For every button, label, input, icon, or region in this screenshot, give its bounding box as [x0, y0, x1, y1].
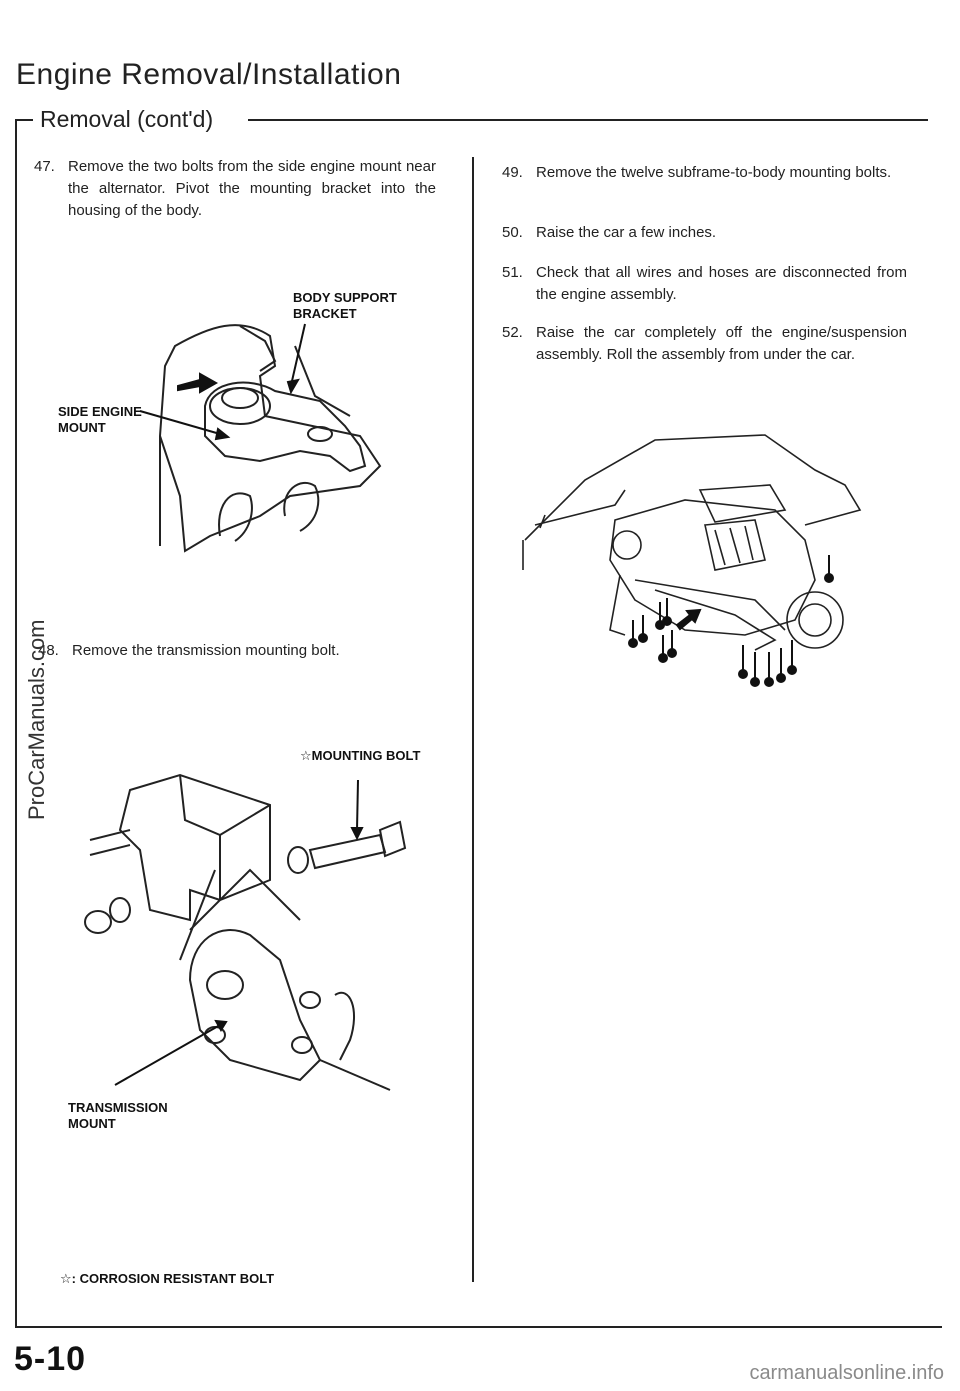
page-title: Engine Removal/Installation	[16, 58, 402, 91]
transmission-mount-illustration	[84, 773, 407, 1091]
step-48: 48. Remove the transmission mounting bol…	[38, 640, 438, 662]
step-51: 51. Check that all wires and hoses are d…	[502, 262, 907, 306]
step-text: Raise the car completely off the engine/…	[536, 324, 907, 363]
step-number: 51.	[502, 264, 523, 281]
step-49: 49. Remove the twelve subframe-to-body m…	[502, 162, 907, 184]
bottom-watermark: carmanualsonline.info	[749, 1362, 944, 1384]
label-mounting-bolt: ☆MOUNTING BOLT	[300, 748, 421, 763]
column-divider	[472, 157, 474, 1282]
step-50: 50. Raise the car a few inches.	[502, 222, 907, 244]
side-watermark: ProCarManuals.com	[24, 619, 49, 820]
engine-assembly-figure	[515, 430, 875, 700]
section-subtitle: Removal (cont'd)	[40, 106, 214, 132]
frame-left-border	[15, 119, 17, 1327]
step-text: Remove the twelve subframe-to-body mount…	[536, 164, 892, 181]
engine-assembly-illustration	[522, 434, 862, 687]
step-number: 48.	[38, 642, 59, 659]
step-text: Check that all wires and hoses are disco…	[536, 264, 907, 303]
frame-bottom-border	[15, 1326, 942, 1328]
page-number: 5-10	[14, 1340, 87, 1378]
step-47: 47. Remove the two bolts from the side e…	[34, 156, 436, 222]
step-52: 52. Raise the car completely off the eng…	[502, 322, 907, 366]
corrosion-resistant-footnote: ☆: CORROSION RESISTANT BOLT	[60, 1271, 275, 1286]
label-body-support-bracket: BODY SUPPORT BRACKET	[293, 290, 397, 321]
step-number: 50.	[502, 224, 523, 241]
transmission-mount-figure	[70, 760, 440, 1100]
step-text: Remove the transmission mounting bolt.	[72, 642, 340, 659]
frame-top-tick	[15, 119, 33, 121]
label-side-engine-mount: SIDE ENGINE MOUNT	[58, 404, 142, 435]
label-transmission-mount: TRANSMISSION MOUNT	[68, 1100, 168, 1131]
subtitle-rule	[248, 119, 928, 121]
step-number: 47.	[34, 158, 55, 175]
side-engine-mount-figure	[60, 286, 460, 576]
step-number: 52.	[502, 324, 523, 341]
step-text: Remove the two bolts from the side engin…	[68, 158, 436, 219]
step-number: 49.	[502, 164, 523, 181]
side-engine-mount-illustration	[139, 323, 382, 553]
step-text: Raise the car a few inches.	[536, 224, 717, 241]
